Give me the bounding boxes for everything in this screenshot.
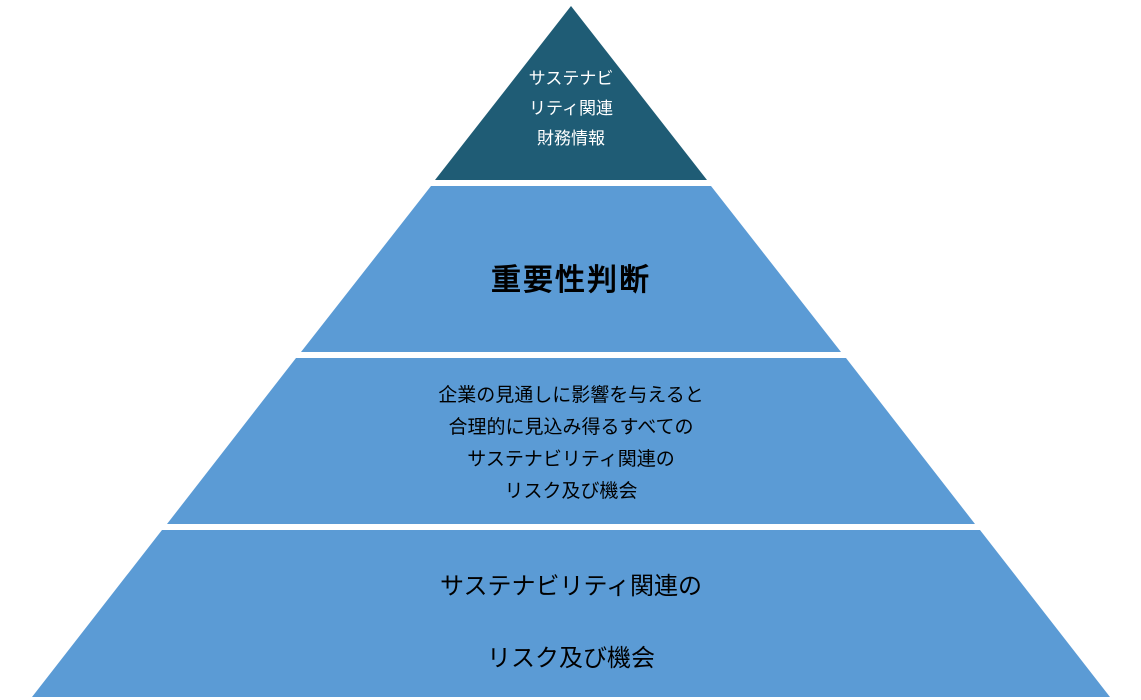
level-2-label: 重要性判断 (331, 255, 811, 299)
level-2-line-1: 重要性判断 (491, 264, 651, 297)
level-3-line-1: 企業の見通しに影響を与えると (438, 385, 704, 406)
level-4-label-line-1: サステナビリティ関連の (439, 573, 703, 600)
level-3-line-2: 合理的に見込み得るすべての (448, 417, 694, 438)
pyramid-level-2-shape (301, 186, 841, 352)
level-1-line-1: サステナビ (528, 69, 614, 88)
level-1-label: サステナビ リティ関連 財務情報 (421, 64, 721, 154)
level-3-line-3: サステナビリティ関連の (467, 449, 675, 470)
pyramid-level-4-shape (32, 530, 1110, 697)
level-3-line-4: リスク及び機会 (504, 481, 638, 502)
level-1-line-3: 財務情報 (537, 129, 605, 148)
level-1-line-2: リティ関連 (529, 99, 613, 118)
level-4-label-line-2: リスク及び機会 (487, 645, 655, 672)
pyramid-level-1-shape (435, 6, 707, 180)
pyramid-level-3-shape (167, 358, 975, 524)
level-3-label: 企業の見通しに影響を与えると 合理的に見込み得るすべての サステナビリティ関連の… (296, 380, 846, 508)
